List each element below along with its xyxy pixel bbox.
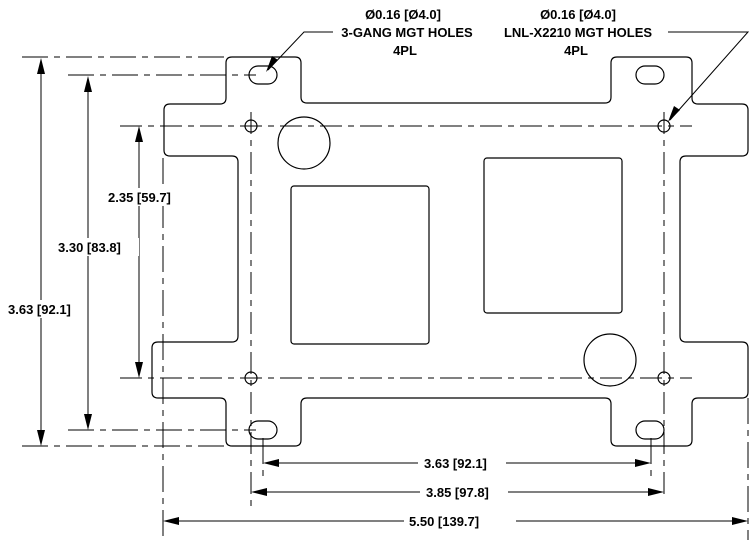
callout-right-line1: Ø0.16 [Ø4.0]	[540, 7, 616, 22]
label-horizontal-outer: 5.50 [139.7]	[409, 514, 479, 529]
callout-left-line1: Ø0.16 [Ø4.0]	[365, 7, 441, 22]
label-vertical-middle: 3.30 [83.8]	[58, 240, 121, 255]
leader-left-callout	[267, 31, 333, 71]
plate-outline	[151, 56, 749, 447]
label-vertical-outer: 3.63 [92.1]	[8, 302, 71, 317]
leader-right-callout	[668, 31, 750, 121]
slot-hole-bottom-right	[635, 420, 665, 440]
callout-right-line3: 4PL	[564, 43, 588, 58]
label-horizontal-inner: 3.63 [92.1]	[424, 456, 487, 471]
label-horizontal-middle: 3.85 [97.8]	[426, 485, 489, 500]
label-vertical-inner: 2.35 [59.7]	[108, 190, 171, 205]
callout-left-line3: 4PL	[393, 43, 417, 58]
large-round-hole-top	[277, 116, 331, 170]
large-round-hole-bottom	[583, 333, 637, 387]
slot-hole-top-right	[635, 65, 665, 85]
callout-right-line2: LNL-X2210 MGT HOLES	[504, 25, 652, 40]
left-rect-cutout	[290, 185, 430, 345]
right-rect-cutout	[483, 157, 623, 314]
callout-left-line2: 3-GANG MGT HOLES	[341, 25, 473, 40]
